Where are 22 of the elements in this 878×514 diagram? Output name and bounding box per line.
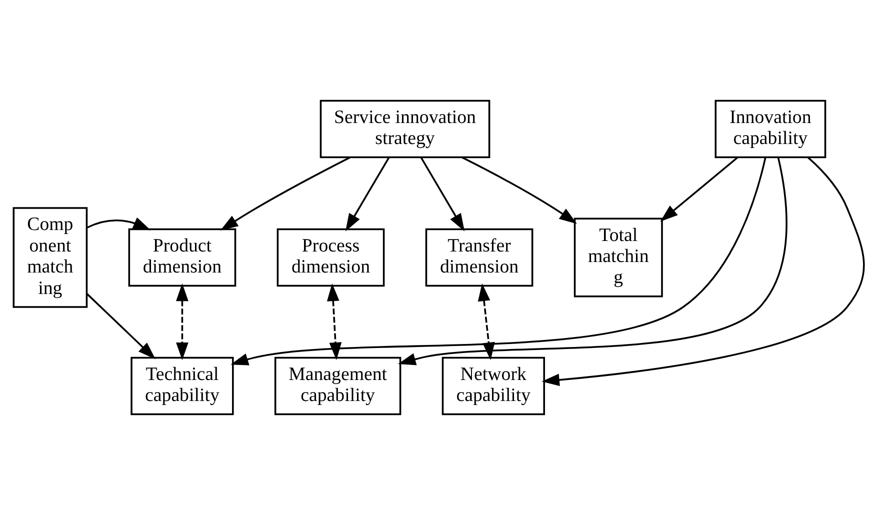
node-box: Comp onent match ing (12, 206, 88, 308)
arrow (326, 282, 342, 360)
arrow (86, 292, 156, 359)
node-box: Management capability (274, 356, 402, 415)
node-box: Total matchin g (574, 217, 663, 297)
arrow (398, 156, 788, 365)
node-box: Process dimension (276, 228, 385, 286)
node-box: Transfer dimension (425, 228, 534, 286)
arrow (420, 156, 465, 231)
arrow (230, 156, 766, 365)
node-box: Technical capability (130, 356, 234, 415)
arrow (176, 282, 188, 360)
node-box: Innovation capability (714, 99, 826, 158)
arrow (220, 156, 350, 230)
arrow (660, 156, 738, 222)
arrow (462, 156, 577, 224)
arrow (542, 156, 865, 386)
arrow (86, 216, 151, 230)
node-box: Service innovation strategy (320, 99, 490, 158)
node-box: Product dimension (128, 228, 236, 286)
arrow (345, 156, 390, 231)
node-box: Network capability (442, 356, 545, 415)
